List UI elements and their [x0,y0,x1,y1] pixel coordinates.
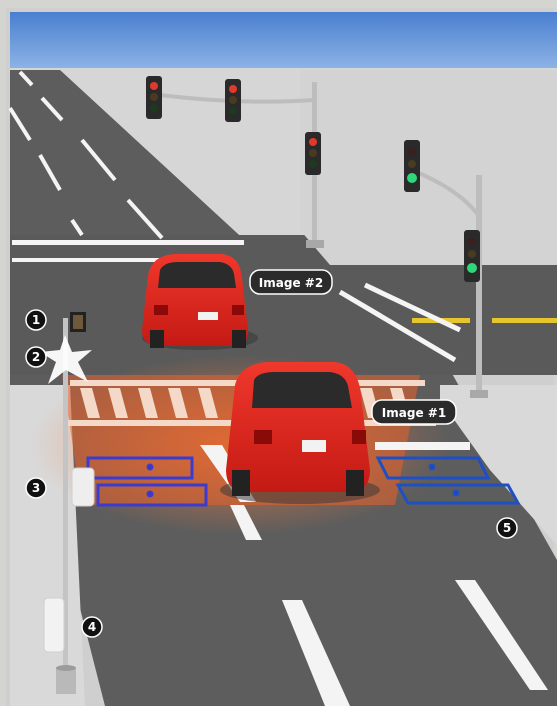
car-icon [220,362,380,504]
svg-text:4: 4 [88,620,96,634]
marker-1: 1 [26,310,46,330]
traffic-signal-icon [146,76,162,119]
traffic-signal-icon [225,79,241,122]
marker-4: 4 [82,617,102,637]
svg-text:Image #1: Image #1 [382,406,446,420]
far-stop-line [12,240,244,245]
marker-3: 3 [26,478,46,498]
traffic-signal-icon [464,230,480,282]
pedestrian-signal-icon [70,312,86,332]
upper-right-lot [300,70,557,265]
svg-text:1: 1 [32,313,40,327]
camera-box [72,468,94,506]
svg-text:Image #2: Image #2 [259,276,323,290]
marker-5: 5 [497,518,517,538]
traffic-signal-icon [404,140,420,192]
far-stop-line-2 [12,258,162,262]
image-1-label: Image #1 [372,400,456,424]
svg-text:2: 2 [32,350,40,364]
image-2-label: Image #2 [250,270,332,294]
sky [10,12,557,70]
marker-2: 2 [26,347,46,367]
controller-cabinet [44,598,64,652]
svg-text:5: 5 [503,521,511,535]
svg-text:3: 3 [32,481,40,495]
traffic-signal-icon [305,132,321,175]
